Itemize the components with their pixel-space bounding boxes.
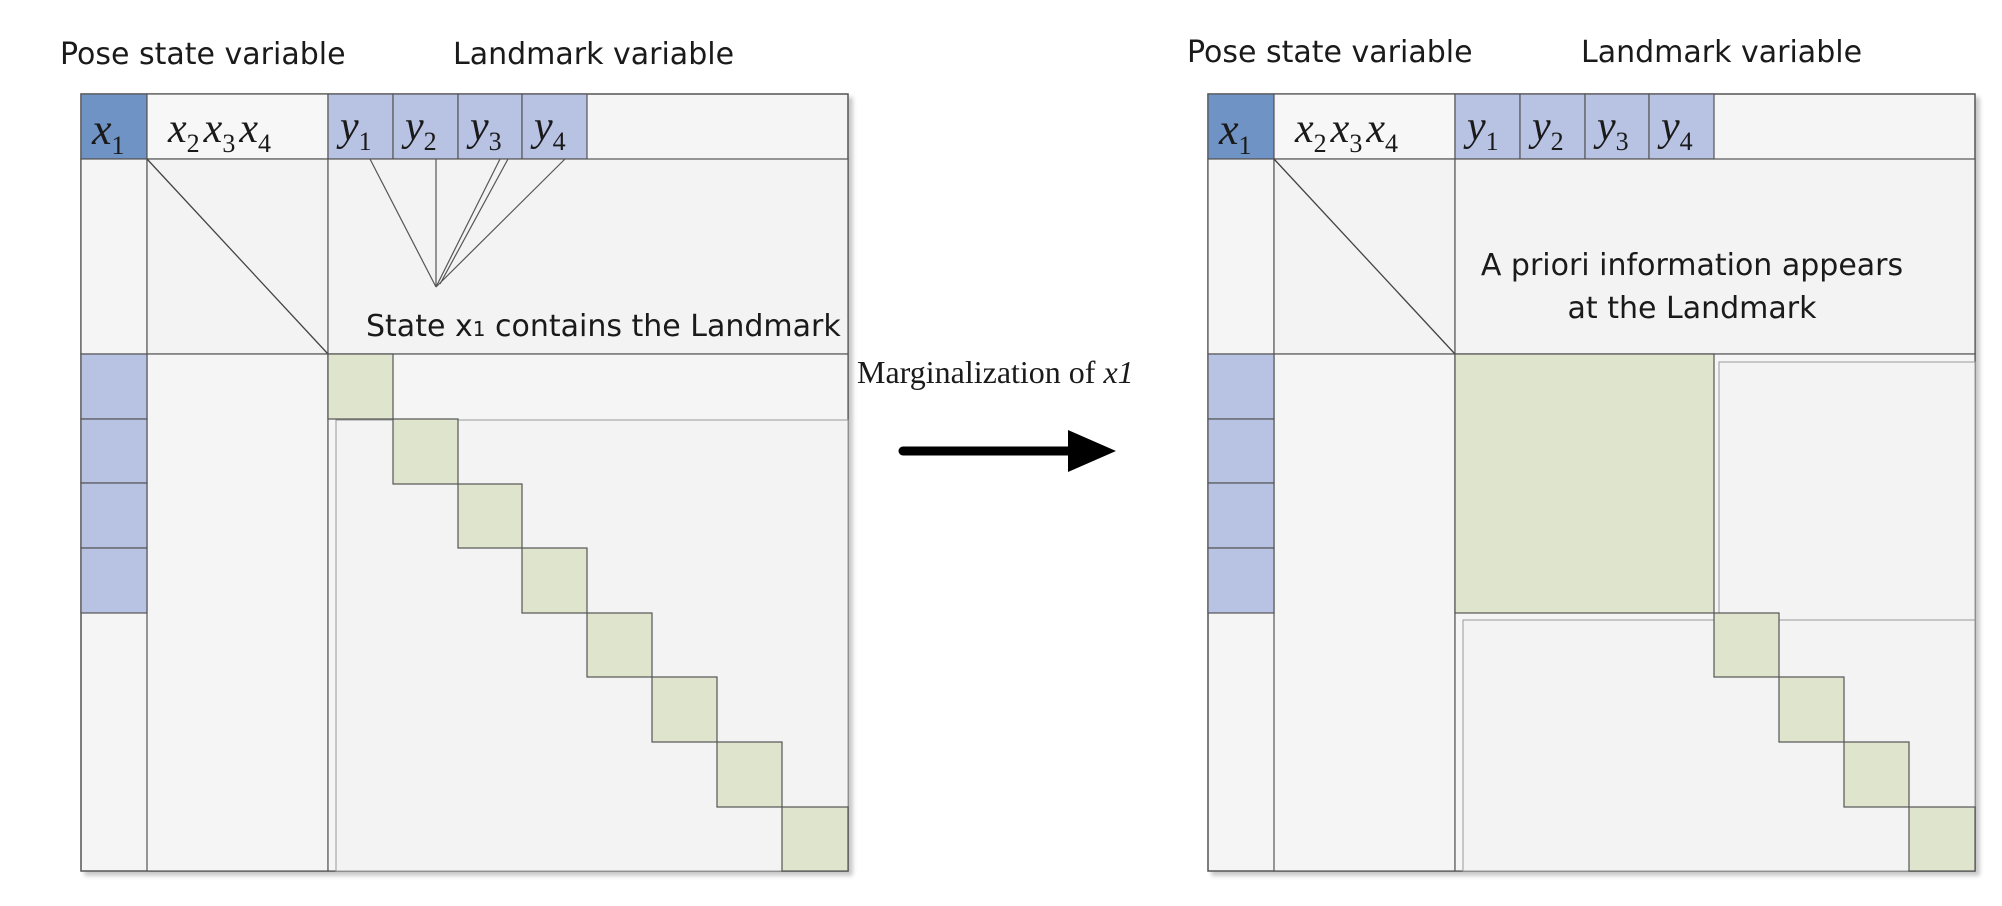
left-landmark-fan-lines bbox=[369, 158, 566, 288]
right-symbol-y3: y3 bbox=[1593, 104, 1629, 156]
left-diagonal-cell bbox=[392, 418, 459, 485]
right-blue-cell bbox=[1207, 482, 1275, 549]
left-pose-label: Pose state variable bbox=[60, 37, 346, 72]
right-diagonal-cells bbox=[1713, 612, 1976, 872]
arrow-head-icon bbox=[1068, 430, 1116, 472]
right-diagonal-cell bbox=[1778, 676, 1845, 743]
left-symbol-x1: x1 bbox=[91, 105, 125, 160]
marginalization-arrow-group: Marginalization of x1 bbox=[857, 354, 1134, 472]
right-symbol-y4: y4 bbox=[1657, 104, 1693, 156]
left-diagonal-cell bbox=[457, 483, 523, 549]
left-header-y3-cell bbox=[457, 93, 523, 160]
right-landmark-lower-inner-right bbox=[1718, 361, 1976, 621]
left-diagonal-cell bbox=[781, 806, 849, 872]
right-symbol-y2: y2 bbox=[1528, 104, 1564, 156]
left-header-x-group-cell bbox=[146, 93, 329, 160]
left-diagonal-cells bbox=[327, 353, 849, 872]
right-header-y3-cell bbox=[1584, 93, 1650, 160]
right-pose-diagonal bbox=[1273, 158, 1456, 355]
right-landmark-label: Landmark variable bbox=[1581, 35, 1862, 70]
right-symbol-x-group: x2x3x4 bbox=[1294, 106, 1398, 158]
right-blue-cell bbox=[1207, 353, 1275, 420]
right-note-line2: at the Landmark bbox=[1568, 291, 1818, 326]
left-landmark-upper-block bbox=[327, 158, 849, 355]
right-diagonal-cell bbox=[1843, 741, 1910, 808]
left-symbol-y2: y2 bbox=[401, 104, 437, 156]
left-matrix: Pose state variable Landmark variable x1… bbox=[60, 37, 849, 872]
right-diagonal-cell bbox=[1713, 612, 1780, 678]
left-blue-cell bbox=[80, 482, 148, 549]
left-diagonal-cell bbox=[716, 741, 783, 808]
right-diagonal-cell bbox=[1908, 806, 1976, 872]
left-blue-cell bbox=[80, 547, 148, 614]
right-pose-label: Pose state variable bbox=[1187, 35, 1473, 70]
left-diagonal-cell bbox=[651, 676, 718, 743]
right-matrix: Pose state variable Landmark variable x1… bbox=[1187, 35, 1976, 872]
right-header-x-group-cell bbox=[1273, 93, 1456, 160]
right-symbol-x1: x1 bbox=[1218, 105, 1252, 160]
left-header-x1-cell bbox=[80, 93, 148, 160]
left-pose-diagonal bbox=[146, 158, 329, 355]
left-symbol-y1: y1 bbox=[336, 104, 372, 156]
marginalization-caption: Marginalization of x1 bbox=[857, 354, 1134, 390]
left-diagonal-cell bbox=[586, 612, 653, 678]
right-header-x1-cell bbox=[1207, 93, 1275, 160]
left-blue-cell bbox=[80, 418, 148, 484]
fan-line-y3 bbox=[435, 158, 501, 288]
fan-line-y3b bbox=[439, 158, 509, 285]
left-diagonal-cell bbox=[327, 353, 394, 420]
fan-line-y4 bbox=[435, 158, 566, 288]
right-x1-column-strip bbox=[1207, 158, 1275, 355]
right-symbol-y1: y1 bbox=[1463, 104, 1499, 156]
right-header-y4-cell bbox=[1648, 93, 1715, 160]
right-dense-landmark-block bbox=[1454, 353, 1715, 614]
fan-line-y1 bbox=[369, 158, 437, 288]
left-diagonal-cell bbox=[521, 547, 588, 614]
right-blue-cell bbox=[1207, 418, 1275, 484]
left-pose-lower-block bbox=[146, 353, 329, 872]
right-pose-lower-block bbox=[1273, 353, 1456, 872]
right-blue-cell bbox=[1207, 547, 1275, 614]
left-symbol-x-group: x2x3x4 bbox=[167, 106, 271, 158]
right-note-line1: A priori information appears bbox=[1481, 248, 1903, 283]
left-blue-cell bbox=[80, 353, 148, 420]
left-x1-column-strip bbox=[80, 158, 148, 355]
left-symbol-y3: y3 bbox=[466, 104, 502, 156]
left-note: State x1 contains the Landmark bbox=[366, 309, 841, 344]
left-symbol-y4: y4 bbox=[530, 104, 566, 156]
left-landmark-label: Landmark variable bbox=[453, 37, 734, 72]
